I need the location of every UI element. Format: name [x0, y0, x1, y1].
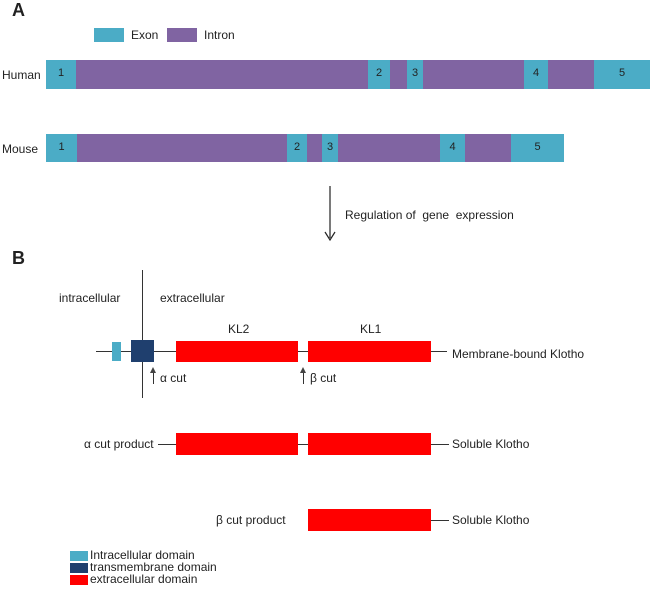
- mouse-exon-5: [511, 134, 564, 162]
- mouse-exon-2: [287, 134, 307, 162]
- extracellular-legend-swatch: [70, 575, 88, 585]
- intracellular-domain-block: [112, 342, 121, 361]
- intron-legend-swatch: [167, 28, 197, 42]
- alpha-product-kl1-block: [308, 433, 431, 455]
- intracellular-label: intracellular: [59, 291, 121, 305]
- intracellular-legend-swatch: [70, 551, 88, 561]
- panel-a-label: A: [12, 0, 25, 20]
- extracellular-label: extracellular: [160, 291, 225, 305]
- extracellular-legend-label: extracellular domain: [90, 572, 198, 586]
- beta-cut-arrow-shaft: [303, 372, 304, 384]
- alpha-product-right-line: [431, 444, 449, 445]
- human-exon-3: [407, 60, 423, 89]
- alpha-cut-label: α cut: [160, 371, 187, 385]
- human-exon-5-number: 5: [618, 67, 626, 79]
- transmembrane-legend-swatch: [70, 563, 88, 573]
- mouse-gene-track: 1 2 3 4 5: [46, 134, 564, 162]
- beta-product-kl1-block: [308, 509, 431, 531]
- mouse-exon-2-number: 2: [293, 141, 301, 153]
- mouse-exon-4: [440, 134, 465, 162]
- mouse-exon-3-number: 3: [326, 141, 334, 153]
- alpha-cut-arrow-shaft: [153, 372, 154, 384]
- beta-cut-arrow-icon: [300, 367, 306, 373]
- human-intron-background: [46, 60, 594, 89]
- alpha-cut-arrow-icon: [150, 367, 156, 373]
- soluble-klotho-label-2: Soluble Klotho: [452, 513, 530, 527]
- kl2-label: KL2: [228, 322, 250, 336]
- intracellular-legend-label: Intracellular domain: [90, 548, 195, 562]
- regulation-text: Regulation of gene expression: [345, 208, 514, 222]
- human-gene-track: 1 2 3 4 5: [46, 60, 650, 89]
- alpha-product-kl2-block: [176, 433, 298, 455]
- human-exon-2-number: 2: [375, 67, 383, 79]
- alpha-cut-product-label: α cut product: [84, 437, 154, 451]
- human-exon-1-number: 1: [57, 67, 65, 79]
- human-exon-2: [368, 60, 390, 89]
- transmembrane-domain-block: [131, 340, 154, 362]
- human-exon-1: [46, 60, 76, 89]
- mouse-exon-4-number: 4: [449, 141, 456, 153]
- down-arrow-icon: [324, 186, 336, 242]
- human-exon-3-number: 3: [411, 67, 419, 79]
- human-exon-4: [524, 60, 548, 89]
- mouse-intron-background: [46, 134, 511, 162]
- beta-product-right-line: [431, 520, 449, 521]
- panel-b-label: B: [12, 248, 25, 268]
- beta-cut-label: β cut: [310, 371, 337, 385]
- exon-legend-label: Exon: [131, 28, 159, 42]
- mouse-label: Mouse: [2, 142, 39, 156]
- alpha-product-link: [298, 444, 308, 445]
- exon-legend-swatch: [94, 28, 124, 42]
- mouse-exon-1: [46, 134, 77, 162]
- mouse-exon-1-number: 1: [58, 141, 65, 153]
- human-label: Human: [2, 68, 41, 82]
- kl1-label: KL1: [360, 322, 382, 336]
- transmembrane-legend-label: transmembrane domain: [90, 560, 217, 574]
- membrane-line: [142, 270, 143, 398]
- kl1-domain-block: [308, 341, 431, 362]
- soluble-klotho-label-1: Soluble Klotho: [452, 437, 530, 451]
- mouse-exon-3: [322, 134, 338, 162]
- alpha-product-left-line: [158, 444, 176, 445]
- membrane-bound-label: Membrane-bound Klotho: [452, 347, 585, 361]
- mouse-exon-5-number: 5: [534, 141, 541, 153]
- intron-legend-label: Intron: [204, 28, 235, 42]
- beta-cut-product-label: β cut product: [216, 513, 286, 527]
- kl2-domain-block: [176, 341, 298, 362]
- human-exon-5: [594, 60, 650, 89]
- human-exon-4-number: 4: [532, 67, 540, 79]
